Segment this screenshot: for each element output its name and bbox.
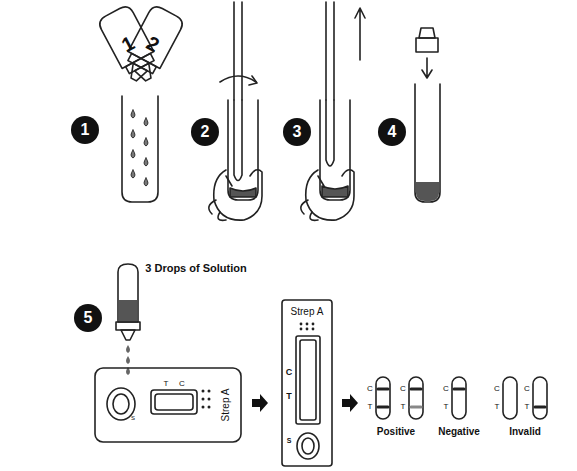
line-label: C bbox=[443, 385, 449, 393]
line-label: T bbox=[495, 403, 500, 411]
callout-number: 4 bbox=[388, 124, 397, 140]
callout-number: 3 bbox=[293, 124, 302, 140]
callout-number: 2 bbox=[201, 124, 210, 140]
line-label: C bbox=[494, 385, 500, 393]
line-label: C bbox=[286, 368, 293, 377]
callout-number: 5 bbox=[84, 310, 93, 326]
line-label: C bbox=[367, 385, 373, 393]
callout-number: 1 bbox=[81, 122, 90, 138]
line-label: C bbox=[179, 380, 185, 388]
cassette-name: Strep A bbox=[221, 389, 231, 422]
result-caption: Positive bbox=[377, 427, 415, 437]
line-label: T bbox=[525, 403, 530, 411]
bottle-number: 1 bbox=[118, 33, 137, 56]
line-label: C bbox=[524, 385, 530, 393]
instruction-text: 3 Drops of Solution bbox=[145, 263, 246, 274]
line-label: T bbox=[286, 392, 292, 401]
line-label: T bbox=[401, 403, 406, 411]
well-label: S bbox=[131, 415, 135, 421]
line-label: C bbox=[400, 385, 406, 393]
line-label: T bbox=[368, 403, 373, 411]
well-label: S bbox=[287, 437, 292, 444]
result-caption: Invalid bbox=[509, 427, 541, 437]
cassette-name: Strep A bbox=[291, 307, 324, 317]
result-caption: Negative bbox=[438, 427, 480, 437]
line-label: T bbox=[164, 380, 169, 388]
line-label: T bbox=[444, 403, 449, 411]
